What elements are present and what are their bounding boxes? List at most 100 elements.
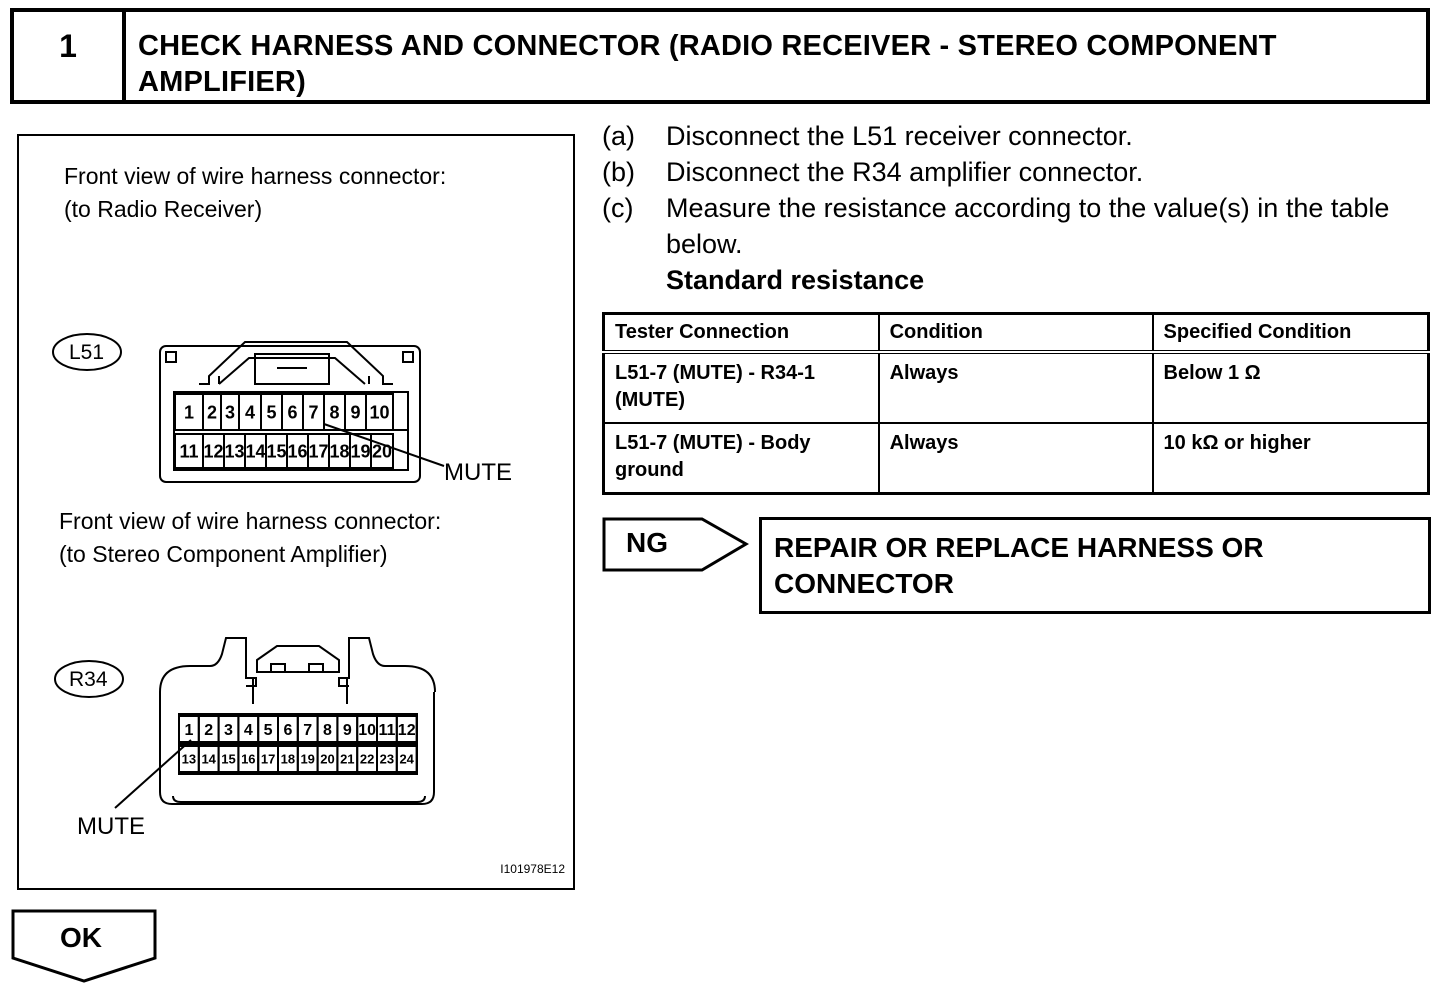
l51-pin-cell [365, 393, 394, 431]
r34-pin-number: 22 [360, 752, 374, 767]
l51-caption-line1: Front view of wire harness connector: [64, 163, 447, 189]
instruction-step: (b) Disconnect the R34 amplifier connect… [602, 154, 1432, 190]
r34-pin-number: 21 [340, 752, 354, 767]
r34-caption: Front view of wire harness connector: (t… [59, 505, 441, 571]
instruction-step: (c) Measure the resistance according to … [602, 190, 1432, 262]
figure-id: I101978E12 [500, 862, 565, 876]
table-header-row: Tester Connection Condition Specified Co… [602, 312, 1430, 354]
step-header: 1 CHECK HARNESS AND CONNECTOR (RADIO REC… [10, 8, 1430, 104]
l51-pin-number: 9 [350, 402, 360, 422]
r34-mute-label: MUTE [77, 813, 145, 840]
l51-pin-number: 12 [203, 441, 223, 461]
standard-resistance-label: Standard resistance [666, 265, 925, 295]
column-header: Specified Condition [1151, 312, 1430, 354]
l51-caption: Front view of wire harness connector: (t… [64, 160, 446, 226]
step-title-line2: AMPLIFIER) [138, 66, 306, 98]
r34-pin-number: 13 [182, 752, 196, 767]
r34-oval [54, 660, 124, 698]
l51-pin-number: 7 [308, 402, 318, 422]
r34-pin-number: 7 [303, 722, 312, 739]
step-number: 1 [14, 12, 126, 100]
table-cell: L51-7 (MUTE) - R34-1 (MUTE) [602, 351, 880, 424]
r34-pin-number: 15 [221, 752, 235, 767]
l51-pin-number: 2 [207, 402, 217, 422]
l51-pin-number: 15 [266, 441, 286, 461]
column-header: Condition [877, 312, 1154, 354]
step-letter: (b) [602, 157, 635, 187]
table-cell: 10 kΩ or higher [1151, 422, 1430, 495]
r34-pin-number: 9 [343, 722, 352, 739]
r34-pin-number: 18 [281, 752, 295, 767]
l51-pin-number: 13 [224, 441, 244, 461]
l51-pin-number: 14 [245, 441, 265, 461]
l51-mute-leader [323, 423, 445, 467]
r34-label: R34 [69, 668, 108, 691]
l51-pin-number: 17 [308, 441, 328, 461]
r34-caption-line2: (to Stereo Component Amplifier) [59, 541, 388, 567]
step-title-line1: CHECK HARNESS AND CONNECTOR (RADIO RECEI… [138, 30, 1277, 62]
step-text: Disconnect the L51 receiver connector. [666, 121, 1133, 151]
table-cell: Below 1 Ω [1151, 351, 1430, 424]
l51-pin-number: 1 [184, 402, 194, 422]
r34-pin-number: 10 [358, 722, 376, 739]
step-text: Measure the resistance according to the … [666, 193, 1390, 259]
table-cell: Always [877, 351, 1154, 424]
l51-label: L51 [69, 341, 104, 364]
table-cell: Always [877, 422, 1154, 495]
r34-pin-cell [395, 715, 418, 743]
ok-label: OK [60, 922, 102, 953]
l51-oval [52, 333, 122, 371]
l51-pin-cell [370, 433, 394, 469]
r34-pin-number: 17 [261, 752, 275, 767]
l51-mute-label: MUTE [444, 459, 512, 486]
l51-pin-number: 4 [245, 402, 255, 422]
r34-pin-number: 14 [201, 752, 216, 767]
l51-pin-number: 11 [179, 441, 198, 461]
step-text: Disconnect the R34 amplifier connector. [666, 157, 1144, 187]
r34-pin-number: 2 [204, 722, 213, 739]
r34-pin-number: 6 [283, 722, 292, 739]
r34-pin-number: 12 [398, 722, 416, 739]
r34-mute-leader [114, 739, 192, 809]
r34-pin-number: 8 [323, 722, 332, 739]
r34-pin-number: 1 [184, 722, 193, 739]
r34-pin-number: 11 [378, 722, 395, 739]
step-letter: (c) [602, 193, 634, 223]
r34-connector [159, 637, 436, 805]
l51-pin-number: 18 [329, 441, 349, 461]
l51-pin-number: 5 [266, 402, 276, 422]
r34-pin-number: 3 [224, 722, 233, 739]
ng-action-line1: REPAIR OR REPLACE HARNESS OR [774, 532, 1264, 563]
r34-pin-number: 19 [300, 752, 314, 767]
ng-label: NG [626, 527, 668, 558]
l51-pin-number: 6 [287, 402, 297, 422]
ng-action-box: REPAIR OR REPLACE HARNESS OR CONNECTOR [759, 517, 1431, 614]
ok-arrow-icon [11, 909, 157, 983]
r34-pin-number: 5 [264, 722, 273, 739]
r34-pin-number: 23 [380, 752, 394, 767]
ng-action-line2: CONNECTOR [774, 568, 954, 599]
step-title: CHECK HARNESS AND CONNECTOR (RADIO RECEI… [126, 12, 1426, 100]
table-row: L51-7 (MUTE) - R34-1 (MUTE) Always Below… [602, 351, 1430, 424]
step-letter: (a) [602, 121, 635, 151]
column-header: Tester Connection [602, 312, 880, 354]
r34-pin-number: 24 [399, 752, 414, 767]
connector-figure: Front view of wire harness connector: (t… [17, 134, 575, 890]
r34-pin-number: 4 [244, 722, 253, 739]
r34-pin-cell [395, 745, 418, 773]
table-row: L51-7 (MUTE) - Body ground Always 10 kΩ … [602, 422, 1430, 495]
instruction-step: (a) Disconnect the L51 receiver connecto… [602, 118, 1432, 154]
r34-caption-line1: Front view of wire harness connector: [59, 508, 442, 534]
table-cell: L51-7 (MUTE) - Body ground [602, 422, 880, 495]
r34-pin-number: 16 [241, 752, 255, 767]
r34-pin-number: 20 [320, 752, 334, 767]
resistance-table: Tester Connection Condition Specified Co… [602, 312, 1430, 495]
l51-pin-number: 10 [369, 402, 389, 422]
l51-pin-number: 8 [329, 402, 339, 422]
l51-pin-number: 16 [287, 441, 307, 461]
l51-pin-number: 19 [350, 441, 370, 461]
l51-pin-number: 3 [225, 402, 235, 422]
